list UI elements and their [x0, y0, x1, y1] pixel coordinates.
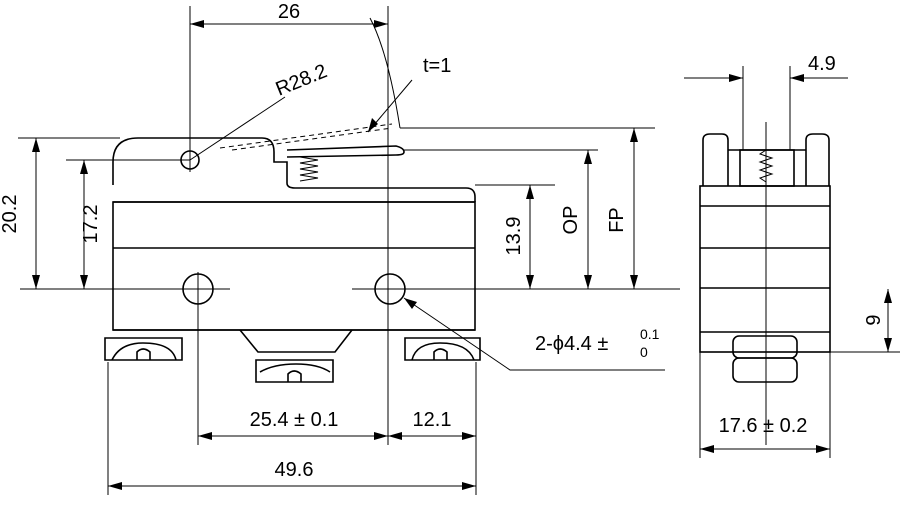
label-496: 49.6 [275, 459, 314, 481]
label-radius: R28.2 [273, 60, 331, 100]
bottom-notch [239, 329, 353, 353]
label-121: 12.1 [413, 409, 452, 431]
label-49: 4.9 [808, 53, 836, 75]
label-172: 17.2 [80, 205, 102, 244]
side-spring [758, 149, 774, 183]
label-hole-tol-upper: 0.1 [640, 326, 660, 342]
housing-body [112, 201, 476, 331]
side-terminal-1 [732, 335, 798, 359]
label-202: 20.2 [0, 195, 21, 234]
terminal-right [404, 337, 481, 361]
label-thickness: t=1 [423, 55, 451, 77]
label-hole: 2-ϕ4.4 ± [535, 333, 608, 355]
terminal-left [104, 337, 183, 361]
side-cap [702, 133, 729, 186]
lever [286, 145, 405, 158]
radius-leader [189, 96, 286, 161]
label-9: 9 [863, 314, 885, 325]
front-view [18, 6, 680, 495]
radius-arc [369, 17, 401, 129]
label-176: 17.6 ± 0.2 [719, 415, 808, 437]
lever-dashed [219, 123, 393, 149]
side-body [699, 185, 831, 353]
label-139: 13.9 [503, 217, 525, 256]
label-op: OP [560, 206, 582, 235]
label-26: 26 [278, 1, 300, 23]
label-fp: FP [606, 207, 628, 233]
housing-upper [112, 137, 476, 202]
terminal-center [255, 359, 334, 383]
label-hole-tol-lower: 0 [640, 344, 648, 360]
label-254: 25.4 ± 0.1 [250, 409, 339, 431]
side-terminal-2 [732, 357, 798, 383]
dimension-labels: 26 R28.2 t=1 20.2 17.2 13.9 OP FP 2-ϕ4.4… [0, 1, 885, 481]
side-view [684, 66, 900, 458]
spring [299, 156, 319, 182]
